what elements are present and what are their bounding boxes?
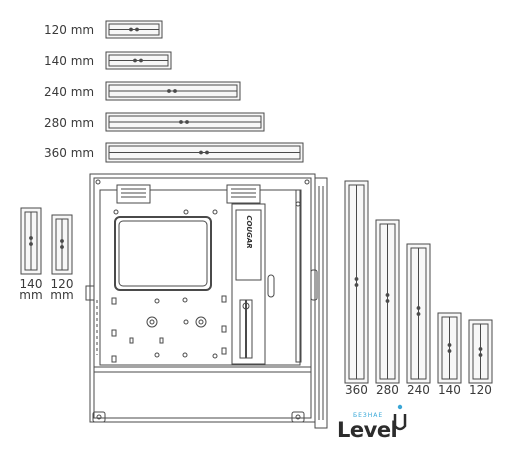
radiator-horizontal-280 [105, 112, 265, 132]
right-label-280: 280 [376, 383, 399, 397]
side-label-140-unit: mm [19, 288, 43, 302]
watermark-icon [393, 404, 407, 431]
right-label-140: 140 [438, 383, 461, 397]
case-brand-label: COUGAR [245, 215, 253, 249]
size-label-360: 360 mm [44, 146, 95, 160]
side-label-120-value: 120 [50, 277, 74, 291]
watermark-top-text: БЕЗНАЕ [353, 412, 384, 419]
size-label-140: 140 mm [44, 54, 95, 68]
radiator-horizontal-240 [105, 81, 241, 101]
side-label-120: 120 mm [46, 277, 78, 302]
radiator-right-240 [406, 243, 431, 384]
radiator-right-280 [375, 219, 400, 384]
radiator-horizontal-360 [105, 142, 304, 163]
watermark-word: Level [337, 418, 398, 442]
radiator-horizontal-140 [105, 51, 172, 70]
right-label-360: 360 [345, 383, 368, 397]
side-label-120-unit: mm [50, 288, 74, 302]
size-label-280: 280 mm [44, 116, 95, 130]
side-label-140-value: 140 [19, 277, 43, 291]
side-label-140: 140 mm [15, 277, 47, 302]
radiator-side-120 [51, 214, 73, 275]
radiator-side-140 [20, 207, 42, 275]
radiator-right-140 [437, 312, 462, 384]
radiator-right-360 [344, 180, 369, 384]
size-label-240: 240 mm [44, 85, 95, 99]
pc-case [85, 173, 328, 429]
radiator-horizontal-120 [105, 20, 163, 39]
right-label-120: 120 [469, 383, 492, 397]
radiator-right-120 [468, 319, 493, 384]
right-label-240: 240 [407, 383, 430, 397]
size-label-120: 120 mm [44, 23, 95, 37]
